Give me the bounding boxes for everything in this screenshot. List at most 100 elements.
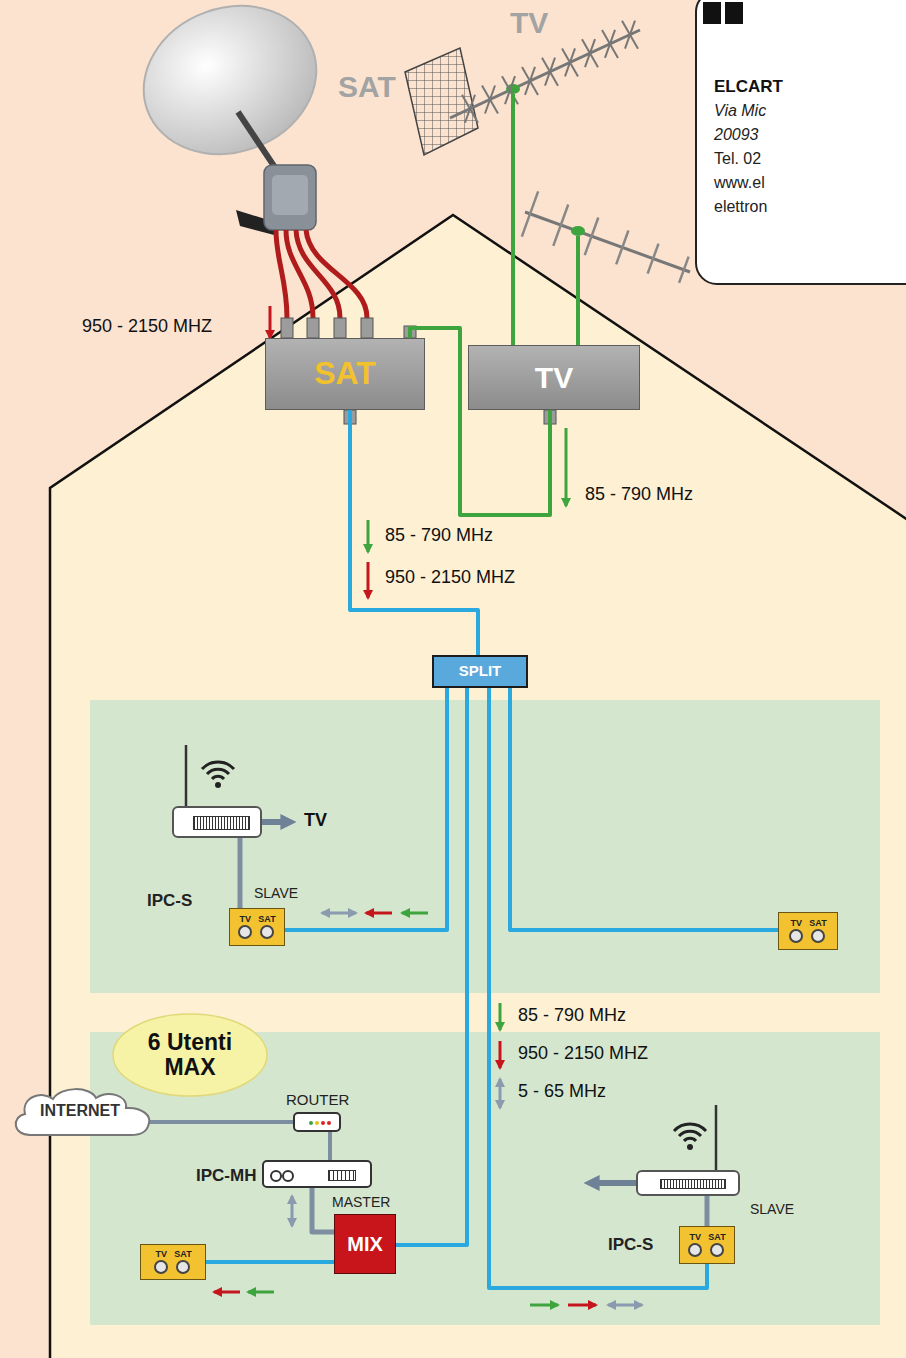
signal-arrow [590, 1180, 636, 1186]
cable [396, 688, 467, 1245]
frequency-label: 950 - 2150 MHZ [385, 567, 515, 588]
frequency-label: 950 - 2150 MHZ [518, 1043, 648, 1064]
signal-arrow [568, 1304, 596, 1307]
antenna-element [582, 39, 598, 67]
coax-socket [688, 1243, 702, 1257]
signal-arrow [367, 520, 370, 552]
logo-box: ELCARTVia Mic20093Tel. 02www.elelettron [695, 0, 906, 285]
dish-label: SAT [338, 70, 396, 105]
signal-arrow [499, 1003, 502, 1030]
coax-socket [710, 1243, 724, 1257]
signal-arrow [565, 428, 568, 506]
cable [328, 1132, 332, 1160]
badge-shape [113, 1014, 267, 1096]
antenna-element [545, 58, 555, 86]
cloud-shape [16, 1089, 150, 1135]
coax-socket [154, 1260, 168, 1274]
socket-label: SAT [809, 919, 826, 929]
satellite-dish [264, 165, 316, 230]
satellite-dish [238, 112, 278, 172]
signal-arrow [262, 819, 290, 825]
signal-arrow [499, 1041, 502, 1068]
logo-mark [703, 2, 721, 24]
master-device: IPC-MHMASTER [262, 1160, 372, 1188]
socket-label: TV [690, 1233, 702, 1243]
outlet-face: TV SAT [685, 1233, 728, 1258]
signal-arrow [322, 912, 356, 915]
slave-device-text: SLAVE [750, 1202, 794, 1217]
sat-cable [306, 230, 367, 318]
outlet-socket: TV [688, 1233, 702, 1258]
internet-cloud-text: INTERNET [40, 1102, 120, 1120]
outlet-face: TVSAT [235, 915, 278, 940]
slave-device-text: IPC-S [147, 892, 192, 911]
outlet-socket: TV [238, 915, 252, 940]
wifi-antenna [185, 745, 188, 806]
antenna-element [562, 48, 578, 76]
signal-arrow [499, 1079, 502, 1108]
wifi-antenna [202, 762, 234, 788]
mixer-box: MIX [334, 1214, 396, 1274]
logo-box-text: ELCART [714, 78, 783, 97]
antenna-element [585, 218, 599, 256]
user-limit-badge: 6 Utenti MAX [112, 1013, 268, 1097]
text-block: INTERNET [40, 1102, 120, 1120]
wifi-antenna [186, 745, 716, 1170]
frequency-label: 85 - 790 MHz [385, 525, 493, 546]
ethernet-port [328, 1170, 356, 1181]
wall-outlet: TV SAT [140, 1244, 206, 1280]
wall-outlet: TVSAT [229, 908, 285, 946]
antenna-element [553, 204, 568, 245]
tv-cable [513, 94, 578, 345]
antenna-element [602, 30, 618, 58]
coax-socket [789, 929, 803, 943]
cable [510, 688, 778, 930]
antenna-element [522, 67, 538, 95]
outlet-socket: TV [789, 919, 803, 944]
signal-arrow [214, 1291, 240, 1294]
outlet-socket: SAT [174, 1250, 191, 1275]
vent-grille [660, 1179, 726, 1190]
uhf-antenna [405, 21, 640, 155]
antenna-element [605, 30, 615, 58]
coax-port [281, 318, 293, 338]
led [315, 1121, 319, 1125]
master-device-text: MASTER [332, 1195, 390, 1210]
vent-grille [193, 816, 250, 829]
antenna-element [648, 244, 659, 274]
socket-label: TV [156, 1250, 168, 1260]
satellite-dish [272, 175, 308, 215]
internet-cloud: INTERNET [10, 1085, 150, 1137]
led [327, 1121, 331, 1125]
text-block: MIX [347, 1233, 383, 1255]
splitter-box: SPLIT [432, 655, 528, 688]
socket-label: TV [791, 919, 803, 929]
antenna-element [616, 231, 628, 265]
floor-band [90, 700, 880, 993]
antenna-element [482, 85, 498, 113]
router-box: ROUTER [293, 1112, 341, 1132]
antenna-element [679, 257, 689, 283]
led [321, 1121, 325, 1125]
slave-device-text: IPC-S [608, 1236, 653, 1255]
coax-port [334, 318, 346, 338]
coax-socket [811, 929, 825, 943]
signal-arrow [291, 1196, 294, 1226]
tv-cable [576, 236, 580, 345]
wall-outlet: TV SAT [778, 912, 838, 950]
signal-arrow [402, 912, 428, 915]
wall-outlet: TV SAT [679, 1226, 735, 1264]
vhf-antenna [522, 191, 690, 282]
socket [270, 1170, 282, 1182]
signal-arrow [366, 912, 392, 915]
amplifier-box: TV [468, 345, 640, 410]
socket-label: SAT [708, 1233, 725, 1243]
master-device-text: IPC-MH [196, 1167, 256, 1186]
antenna-element [485, 85, 495, 113]
signal-arrow [248, 1291, 274, 1294]
wifi-antenna [715, 1105, 718, 1170]
multiswitch-box: SAT [265, 338, 425, 410]
antenna-element [585, 39, 595, 67]
wifi-antenna [674, 1124, 706, 1150]
